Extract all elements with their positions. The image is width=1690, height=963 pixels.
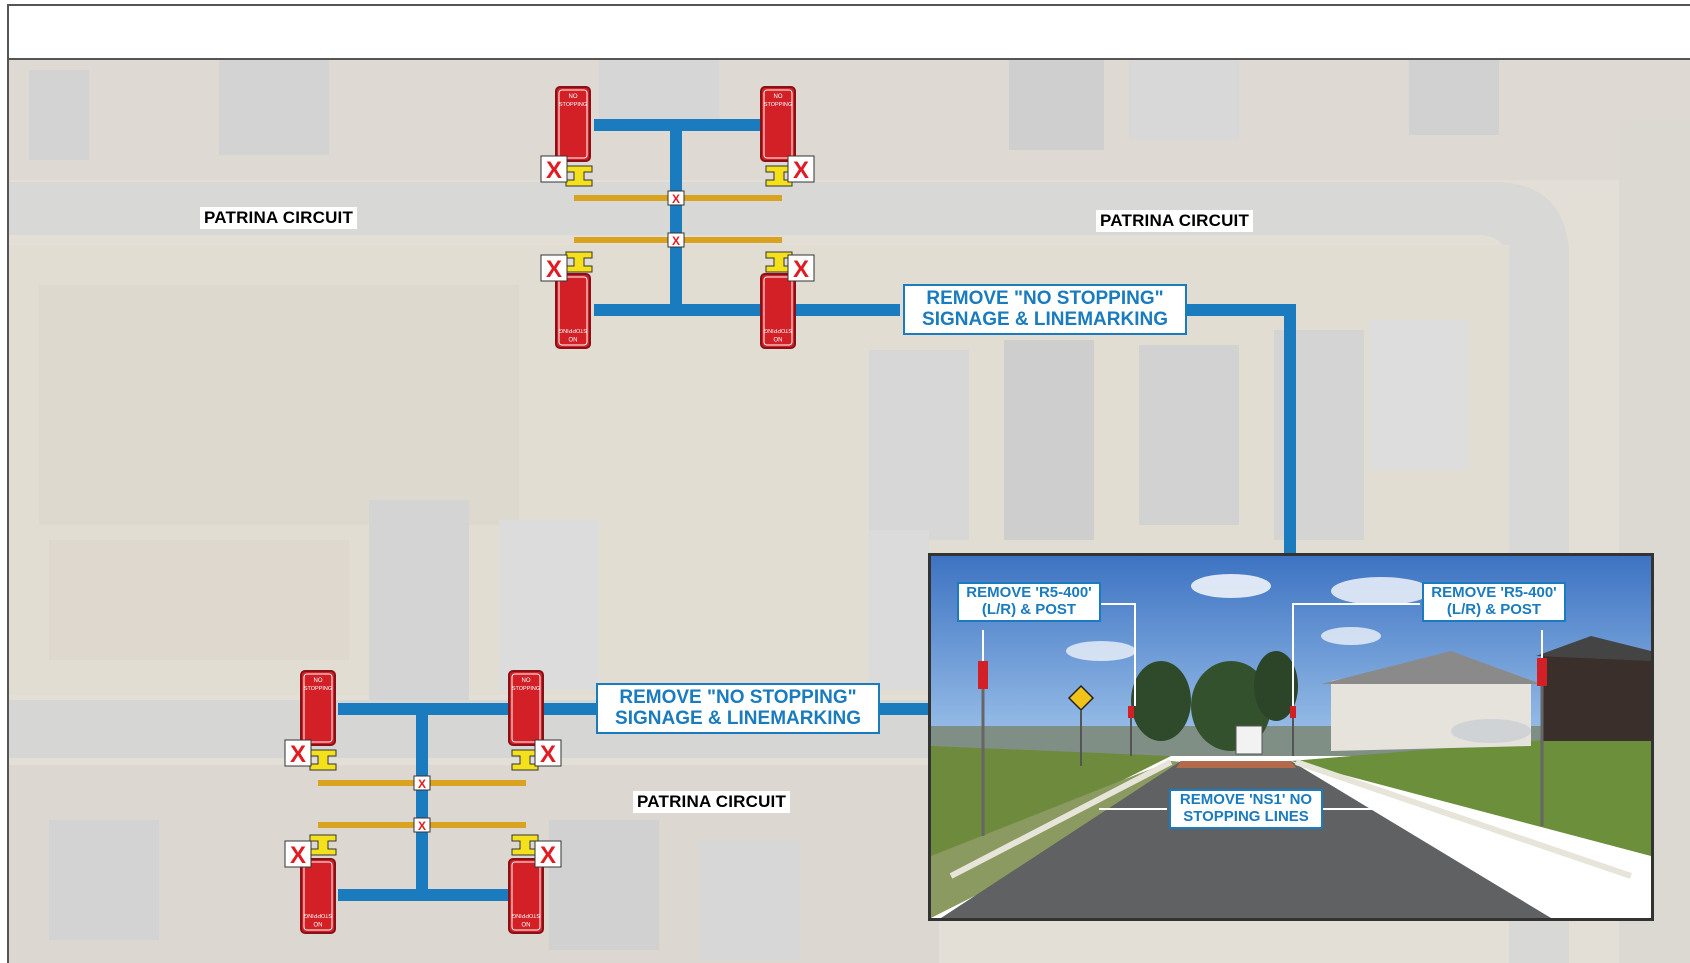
photo-callout-road-line2: STOPPING LINES	[1183, 807, 1309, 825]
leader-lines-top	[594, 119, 1296, 555]
svg-text:STOPPING: STOPPING	[512, 912, 540, 918]
callout-remove-signage-top: REMOVE "NO STOPPING" SIGNAGE & LINEMARKI…	[903, 284, 1187, 335]
svg-text:NO: NO	[774, 94, 783, 100]
photo-callout-left-line2: (L/R) & POST	[981, 600, 1077, 618]
no-stopping-sign-mid-right: NO STOPPING	[760, 273, 796, 349]
callout-top-line1: REMOVE "NO STOPPING"	[926, 288, 1164, 309]
title-bar	[9, 6, 1690, 60]
svg-text:NO: NO	[314, 678, 323, 684]
no-stopping-sign-bottom-upper-right: NO STOPPING	[508, 670, 544, 746]
svg-text:X: X	[418, 819, 426, 833]
photo-callout-road-line1: REMOVE 'NS1' NO	[1179, 791, 1313, 808]
no-stopping-sign-top-left: NO STOPPING	[555, 86, 591, 162]
aerial-map	[9, 60, 1690, 963]
photo-callout-road: REMOVE 'NS1' NO STOPPING LINES	[1169, 789, 1323, 829]
svg-text:STOPPING: STOPPING	[559, 327, 587, 333]
svg-text:NO: NO	[522, 678, 531, 684]
callout-bottom-line1: REMOVE "NO STOPPING"	[619, 687, 857, 708]
svg-text:X: X	[672, 192, 680, 206]
drawing-frame	[7, 4, 1690, 963]
line-remove-markers: X X X X	[413, 190, 685, 833]
svg-text:STOPPING: STOPPING	[559, 102, 587, 108]
no-stopping-sign-bottom-lower-right: NO STOPPING	[508, 858, 544, 934]
photo-callout-left-line1: REMOVE 'R5-400'	[966, 584, 1092, 601]
svg-text:X: X	[418, 777, 426, 791]
svg-text:X: X	[672, 234, 680, 248]
svg-text:NO: NO	[521, 920, 530, 926]
svg-text:STOPPING: STOPPING	[304, 686, 332, 692]
street-photo-inset: REMOVE 'R5-400' (L/R) & POST REMOVE 'R5-…	[928, 553, 1654, 921]
svg-text:NO: NO	[569, 94, 578, 100]
photo-callout-right-line1: REMOVE 'R5-400'	[1431, 584, 1557, 601]
svg-text:STOPPING: STOPPING	[304, 912, 332, 918]
street-label-bottom: PATRINA CIRCUIT	[633, 791, 791, 813]
photo-callout-right-line2: (L/R) & POST	[1446, 600, 1542, 618]
no-stopping-sign-bottom-upper-left: NO STOPPING	[300, 670, 336, 746]
leader-lines-bottom	[338, 703, 928, 901]
street-label-top-left: PATRINA CIRCUIT	[200, 207, 358, 229]
svg-text:STOPPING: STOPPING	[764, 102, 792, 108]
photo-callout-right: REMOVE 'R5-400' (L/R) & POST	[1422, 582, 1566, 622]
no-stopping-sign-bottom-lower-left: NO STOPPING	[300, 858, 336, 934]
svg-text:NO: NO	[568, 335, 577, 341]
street-label-top-right: PATRINA CIRCUIT	[1096, 210, 1254, 232]
callout-bottom-line2: SIGNAGE & LINEMARKING	[615, 708, 861, 730]
no-stopping-sign-mid-left: NO STOPPING	[555, 273, 591, 349]
svg-text:NO: NO	[773, 335, 782, 341]
svg-text:STOPPING: STOPPING	[512, 686, 540, 692]
no-stopping-sign-top-right: NO STOPPING	[760, 86, 796, 162]
photo-callout-left: REMOVE 'R5-400' (L/R) & POST	[957, 582, 1101, 622]
svg-text:NO: NO	[313, 920, 322, 926]
callout-top-line2: SIGNAGE & LINEMARKING	[922, 309, 1168, 331]
callout-remove-signage-bottom: REMOVE "NO STOPPING" SIGNAGE & LINEMARKI…	[596, 683, 880, 734]
svg-text:STOPPING: STOPPING	[764, 327, 792, 333]
